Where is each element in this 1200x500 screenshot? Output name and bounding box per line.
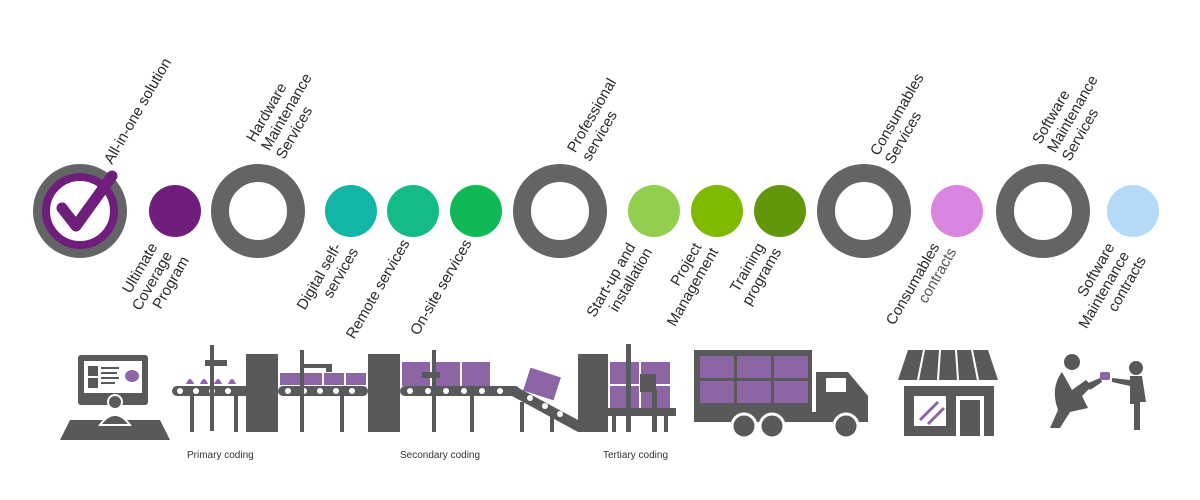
training-dot — [754, 185, 806, 237]
secondary-coding-label: Secondary coding — [400, 450, 480, 461]
hardware-label: Hardware Maintenance Services — [243, 58, 332, 162]
check-icon — [56, 170, 118, 232]
digital-self-services-dot — [325, 185, 377, 237]
on-site-services-dot — [450, 185, 502, 237]
software-contracts-dot — [1107, 185, 1159, 237]
software-contracts-label: Software Maintenance contracts — [1061, 237, 1150, 341]
startup-label: Start-up and installation — [583, 237, 656, 329]
onsite-label: On-site services — [407, 237, 475, 339]
consumables-label: Consumables Services — [867, 67, 944, 167]
mother-child-shopping-icon — [1050, 354, 1146, 430]
professional-ring — [513, 164, 607, 258]
project-management-dot — [691, 185, 743, 237]
ultimate-label: Ultimate Coverage Program — [114, 237, 193, 322]
tertiary-coding-line — [578, 344, 676, 432]
primary-coding-line — [172, 345, 368, 432]
training-label: Training programs — [724, 237, 785, 309]
secondary-coding-line — [368, 350, 578, 432]
tertiary-coding-label: Tertiary coding — [603, 450, 668, 461]
primary-coding-label: Primary coding — [187, 450, 254, 461]
hardware-ring — [211, 164, 305, 258]
professional-label: Professional services — [564, 72, 637, 164]
project-label: Project Management — [649, 236, 723, 330]
digital-label: Digital self- services — [294, 237, 363, 322]
ultimate-coverage-dot — [149, 185, 201, 237]
software-label: Software Maintenance Services — [1029, 60, 1118, 164]
remote-services-dot — [387, 185, 439, 237]
consumables-contracts-dot — [931, 185, 983, 237]
start-up-dot — [628, 185, 680, 237]
consumables-ring — [817, 164, 911, 258]
storefront-icon — [898, 349, 998, 436]
all-in-one-label: All-in-one solution — [101, 55, 175, 167]
delivery-truck-icon — [694, 350, 868, 440]
software-ring — [996, 164, 1090, 258]
consumables-contracts-label: Consumables contracts — [883, 237, 960, 337]
all-in-one-node — [33, 164, 127, 258]
printer-terminal-icon — [60, 355, 170, 440]
